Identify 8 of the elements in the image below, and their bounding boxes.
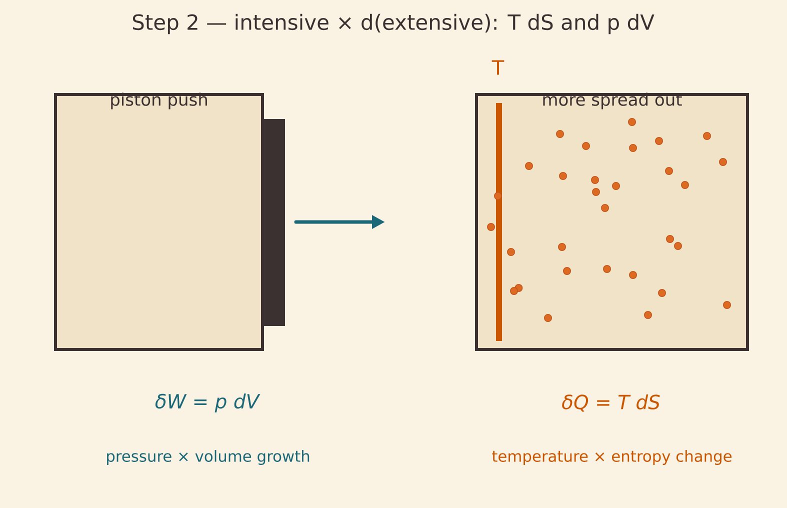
caption: temperature × entropy change	[492, 450, 732, 465]
piston-cylinder: piston push	[54, 92, 285, 351]
caption: pressure × volume growth	[107, 450, 310, 465]
title: Step 2 — intensive × d(extensive): T dS and p dV	[132, 14, 654, 34]
container-box: more spread out	[475, 92, 749, 351]
formula: δW = p dV	[155, 394, 260, 412]
temperature-label: T	[492, 60, 504, 75]
formula: δQ = T dS	[562, 394, 660, 412]
